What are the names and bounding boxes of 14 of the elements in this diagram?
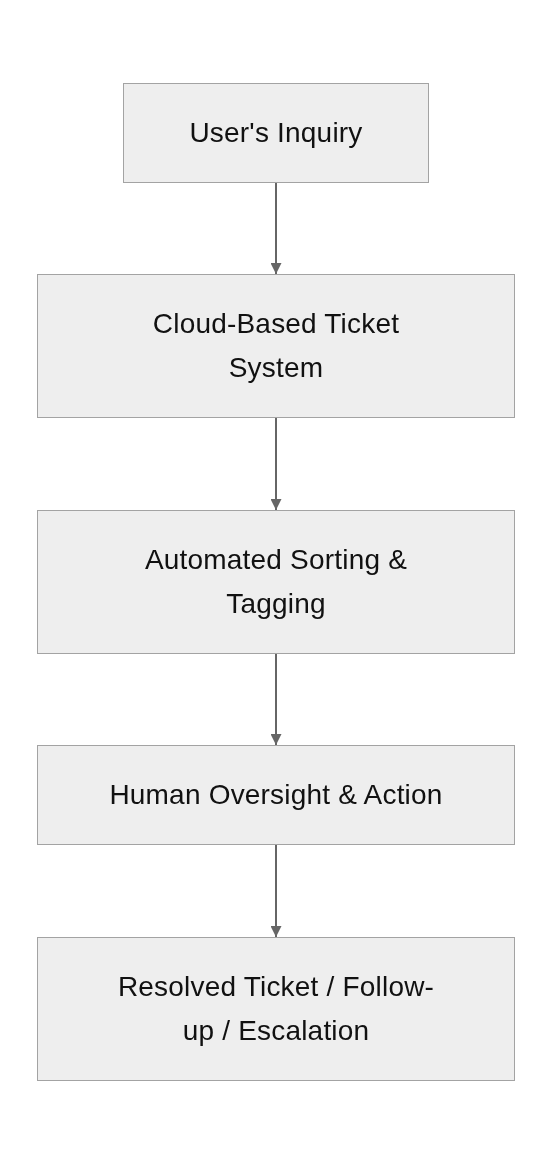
process-box — [37, 745, 515, 845]
node-label: User's Inquiry — [189, 116, 363, 150]
node-label: Human Oversight & Action — [109, 778, 443, 812]
arrow — [270, 844, 282, 938]
process-box — [37, 510, 515, 654]
arrow — [270, 653, 282, 746]
node-label: Cloud-Based Ticket System — [151, 307, 401, 385]
process-box — [123, 83, 429, 183]
process-box — [37, 274, 515, 418]
node-label: Automated Sorting & Tagging — [143, 543, 409, 621]
node-label: Resolved Ticket / Follow-up / Escalation — [116, 970, 436, 1048]
arrow — [270, 182, 282, 275]
arrow — [270, 417, 282, 511]
process-box — [37, 937, 515, 1081]
